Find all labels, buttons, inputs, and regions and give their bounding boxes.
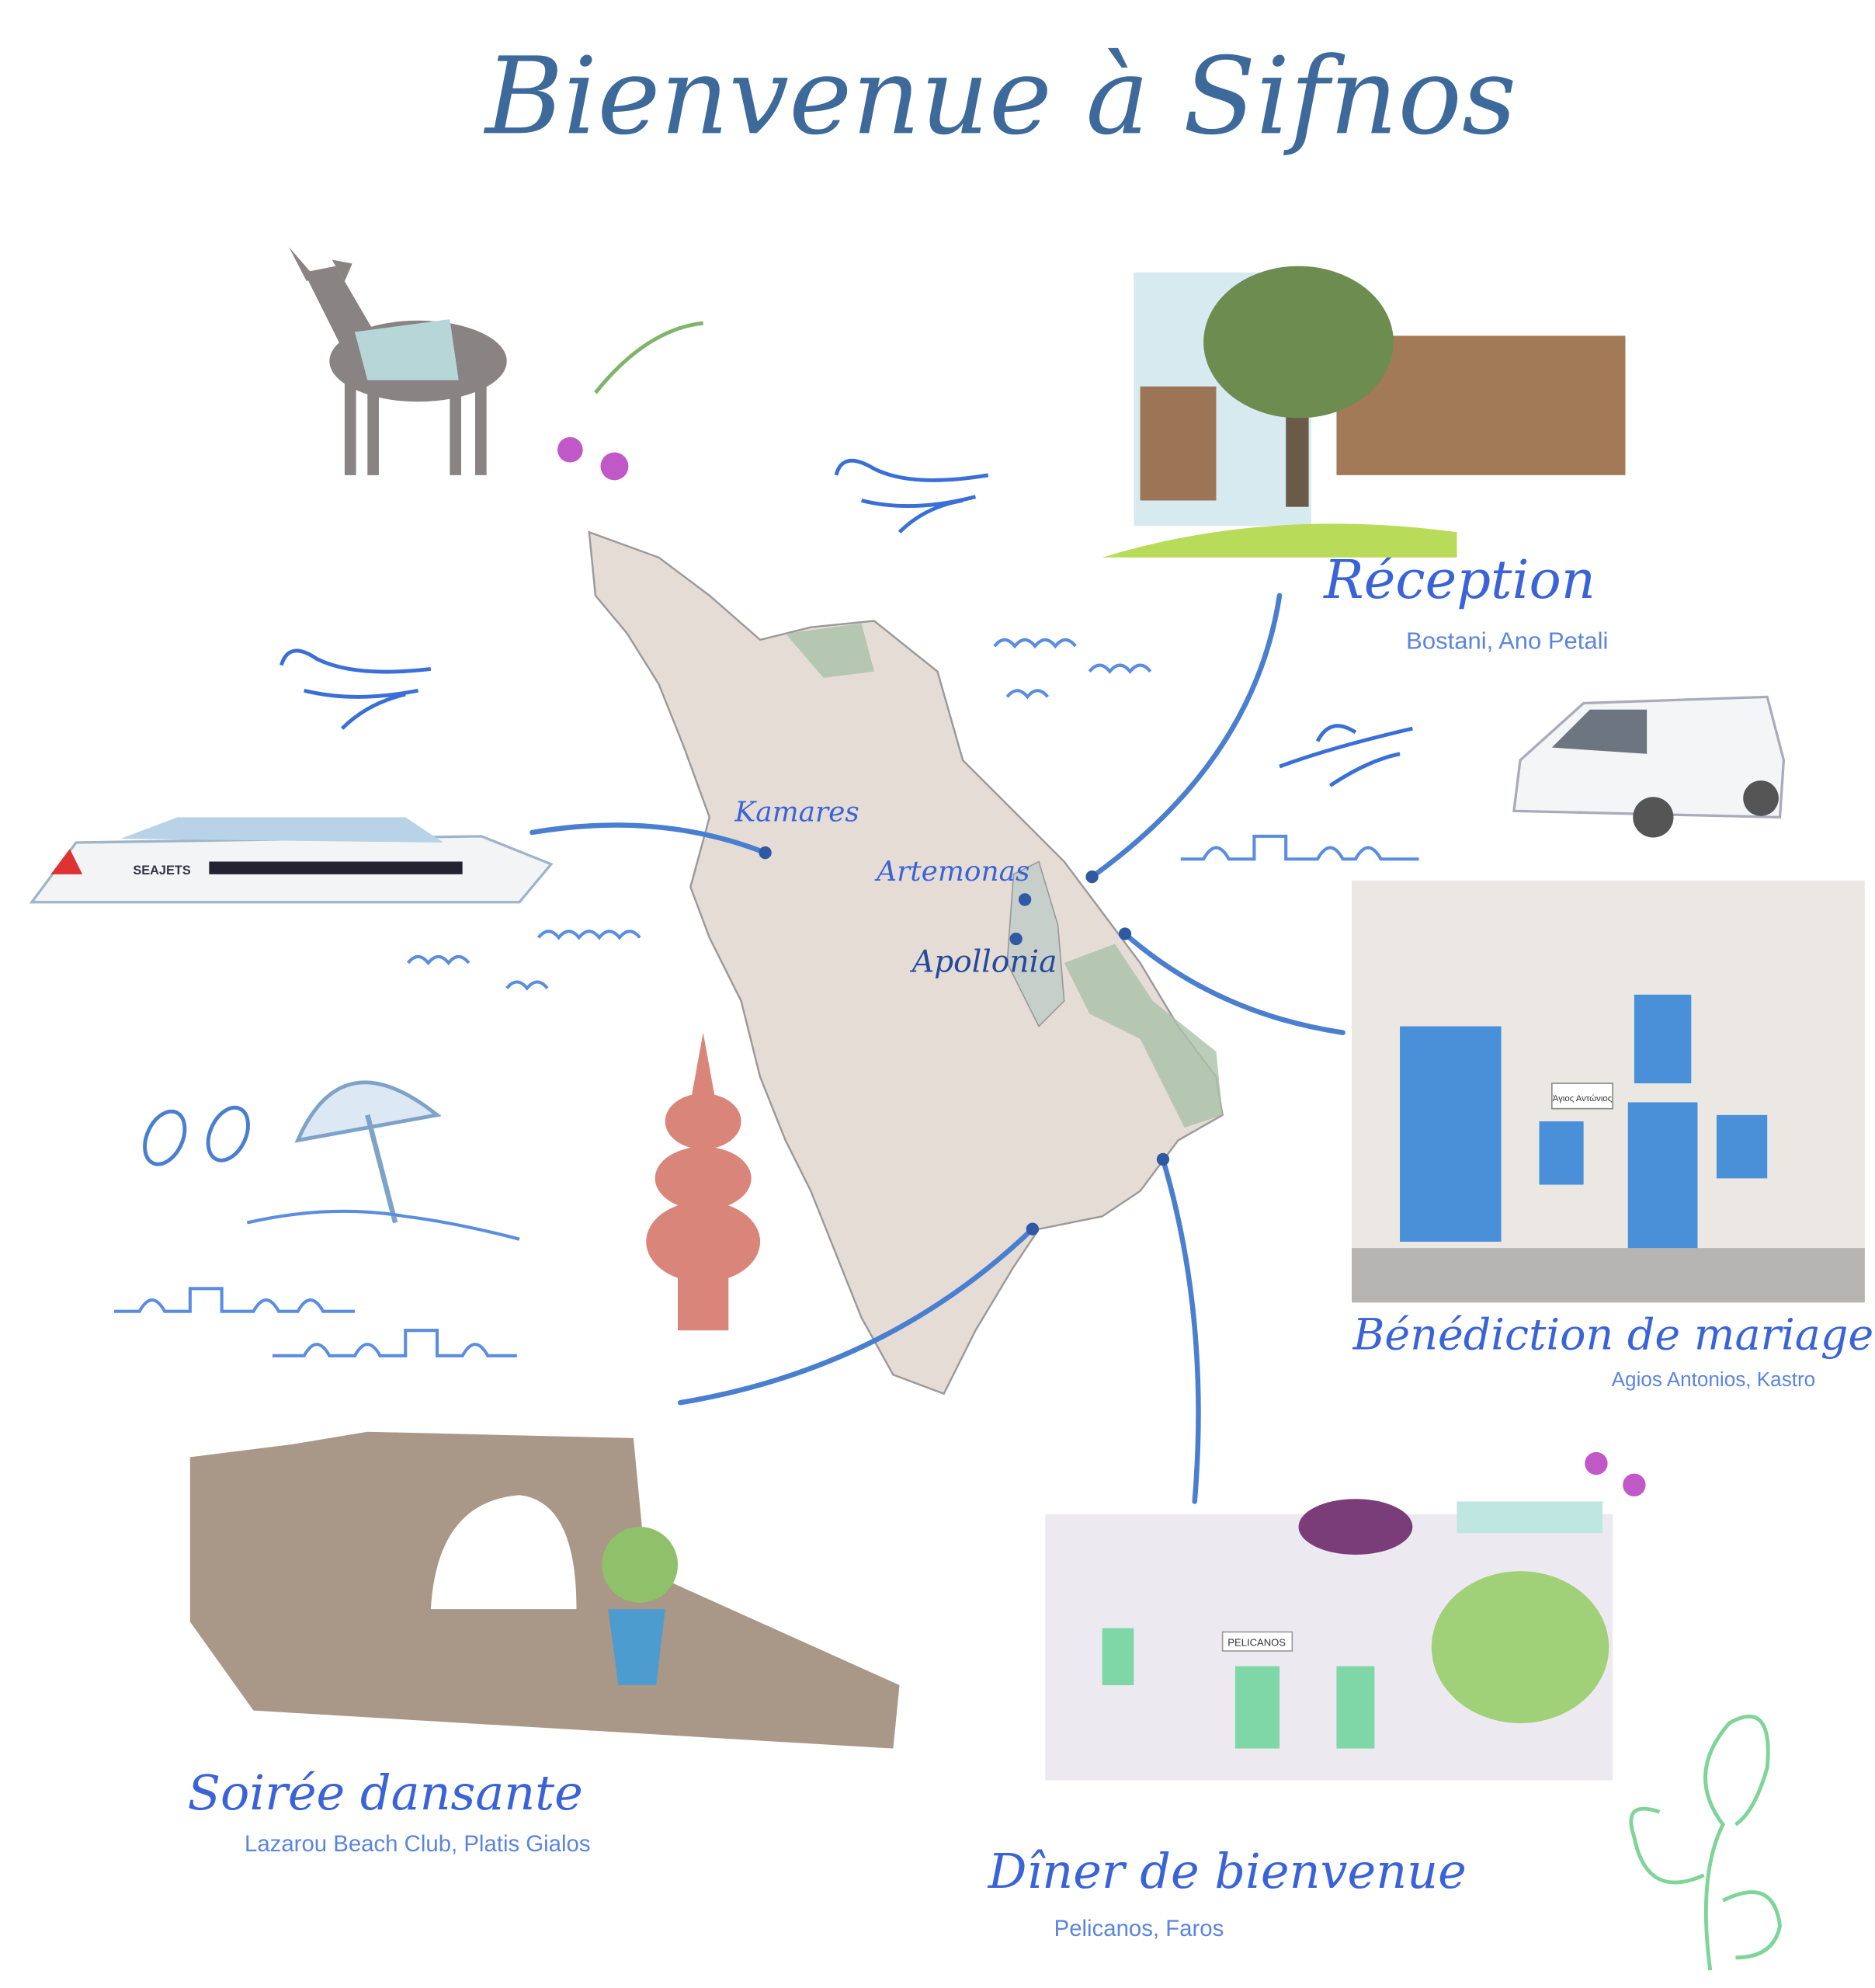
routes — [530, 593, 1345, 1504]
town-label-kamares: Kamares — [734, 796, 859, 828]
cactus-illustration — [1629, 1714, 1783, 1971]
restaurant-sign: PELICANOS — [1227, 1636, 1286, 1648]
town-label-artemonas: Artemonas — [874, 856, 1030, 888]
chapel-illustration: Άγιος Αντώνιος — [1352, 880, 1865, 1303]
restaurant-illustration: PELICANOS — [1045, 1499, 1613, 1781]
venue-title-reception: Réception — [1322, 549, 1595, 611]
venue-place-soiree: Lazarou Beach Club, Platis Gialos — [245, 1831, 591, 1857]
beach-umbrella-illustration — [143, 1080, 520, 1241]
bougainvillea-illustration — [557, 321, 1646, 1496]
sea-waves — [406, 638, 1152, 991]
stone-arch-illustration — [189, 1431, 900, 1749]
town-label-apollonia: Apollonia — [910, 944, 1057, 979]
donkey-illustration — [289, 247, 507, 475]
venue-place-diner: Pelicanos, Faros — [1054, 1916, 1224, 1941]
venue-title-soiree: Soirée dansante — [188, 1764, 583, 1821]
ferry-name: SEAJETS — [133, 864, 190, 878]
town-dots — [759, 846, 1170, 1236]
chapel-sign: Άγιος Αντώνιος — [1553, 1094, 1613, 1103]
map-title: Bienvenue à Sifnos — [483, 35, 1516, 158]
venue-place-benediction: Agios Antonios, Kastro — [1612, 1368, 1816, 1391]
pottery-chimney-illustration — [646, 1032, 761, 1331]
wind-icons — [279, 458, 1413, 787]
venue-place-reception: Bostani, Ano Petali — [1406, 627, 1608, 654]
ferry-illustration: SEAJETS — [29, 817, 554, 904]
venue-title-diner: Dîner de bienvenue — [988, 1843, 1467, 1899]
reception-garden-illustration — [1102, 266, 1626, 558]
van-illustration — [1512, 695, 1786, 838]
venue-title-benediction: Bénédiction de mariage — [1352, 1311, 1874, 1361]
island-sifnos — [588, 530, 1224, 1395]
village-houses — [113, 834, 1419, 1357]
